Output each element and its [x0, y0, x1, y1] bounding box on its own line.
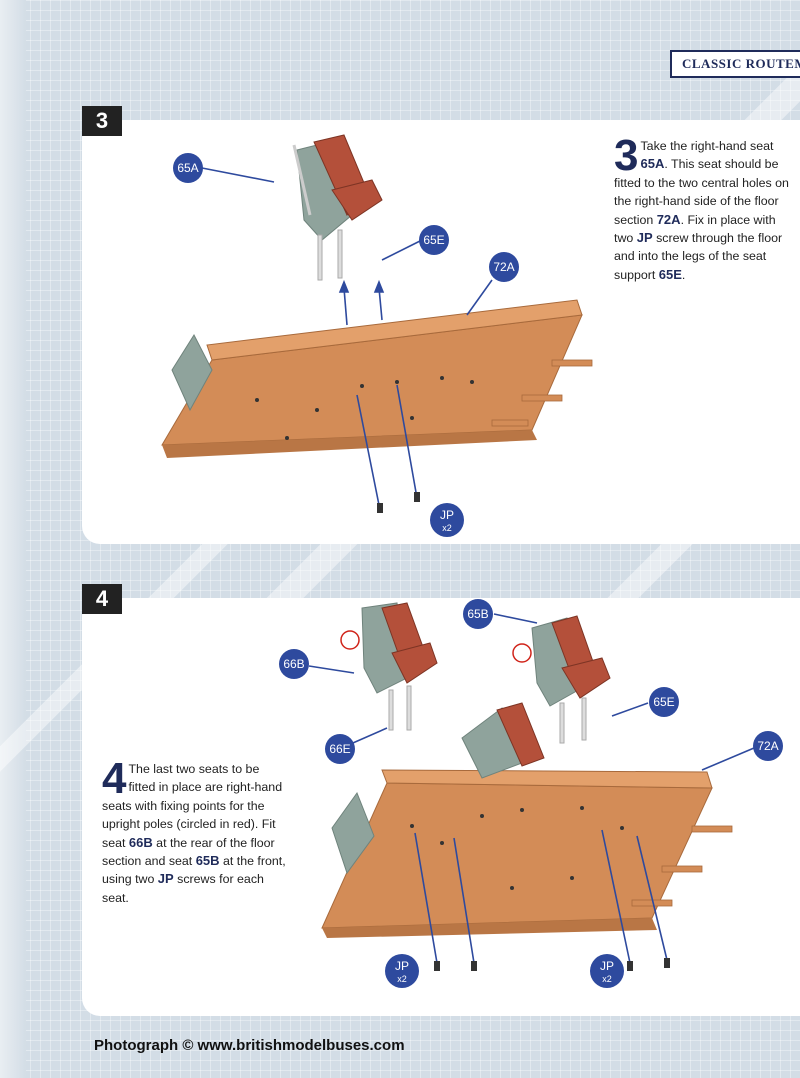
- callout-screw-JP-front: JP x2: [590, 954, 624, 988]
- svg-text:72A: 72A: [757, 739, 778, 753]
- svg-text:66E: 66E: [329, 742, 350, 756]
- svg-text:65B: 65B: [467, 607, 488, 621]
- callout-66E: 66E: [325, 734, 355, 764]
- callout-72A: 72A: [753, 731, 783, 761]
- callout-72A: 72A: [489, 252, 519, 282]
- svg-text:x2: x2: [397, 974, 407, 984]
- callout-65E: 65E: [649, 687, 679, 717]
- svg-text:JP: JP: [440, 508, 454, 522]
- callout-66B: 66B: [279, 649, 309, 679]
- series-title-tab: CLASSIC ROUTEMASTER: [670, 50, 800, 78]
- callout-65A: 65A: [173, 153, 203, 183]
- seat-66B: [340, 602, 438, 731]
- svg-text:JP: JP: [395, 959, 409, 973]
- callout-65E: 65E: [419, 225, 449, 255]
- binding-gutter: [0, 0, 26, 1078]
- step-3-illustration: 65A 65E 72A JP x2: [161, 134, 593, 537]
- photo-credit: Photograph © www.britishmodelbuses.com: [94, 1037, 405, 1054]
- step-4-badge: 4: [82, 584, 122, 614]
- svg-text:65A: 65A: [177, 161, 198, 175]
- step-3-badge: 3: [82, 106, 122, 136]
- seat-65A: [292, 134, 383, 281]
- svg-text:x2: x2: [442, 523, 452, 533]
- svg-text:65E: 65E: [653, 695, 674, 709]
- seat-65B: [512, 615, 611, 744]
- callout-screw-JP-rear: JP x2: [385, 954, 419, 988]
- svg-text:66B: 66B: [283, 657, 304, 671]
- callout-65B: 65B: [463, 599, 493, 629]
- svg-text:x2: x2: [602, 974, 612, 984]
- svg-text:JP: JP: [600, 959, 614, 973]
- red-circle-marker: [512, 643, 532, 663]
- red-circle-marker: [340, 630, 360, 650]
- svg-text:72A: 72A: [493, 260, 514, 274]
- callout-screw-JP: JP x2: [430, 503, 464, 537]
- step-4-illustration: 66B 65B 66E 65E 72A JP x2 JP x2: [279, 599, 783, 988]
- svg-text:65E: 65E: [423, 233, 444, 247]
